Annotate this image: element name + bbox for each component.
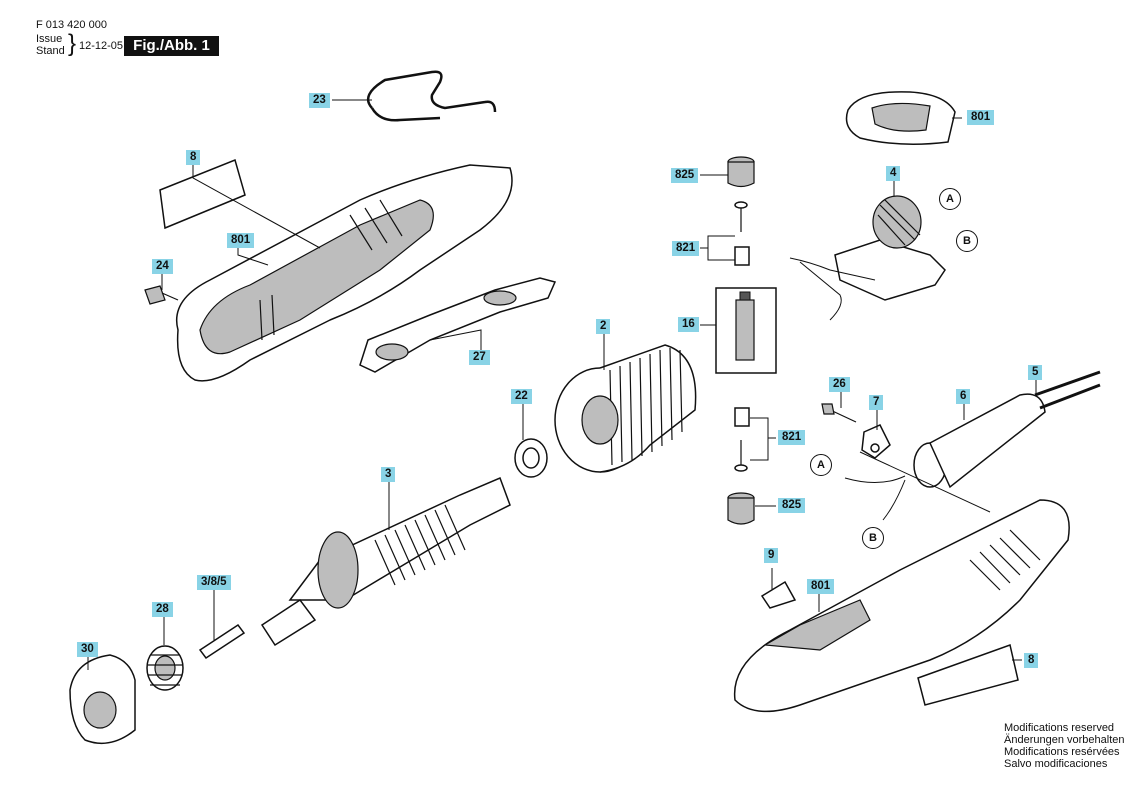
callout-23: 23: [309, 93, 330, 108]
callout-825-top: 825: [671, 168, 699, 183]
callout-801-left: 801: [227, 233, 255, 248]
issue-date: 12-12-05: [79, 40, 124, 52]
stand-label: Stand: [36, 45, 65, 57]
callout-8-left: 8: [186, 150, 201, 165]
callout-8-right: 8: [1024, 653, 1039, 668]
issue-label: Issue: [36, 33, 63, 45]
part-number: F 013 420 000: [36, 19, 107, 31]
brace-glyph: }: [68, 30, 77, 57]
note-fr: Modifications resérvées: [1004, 746, 1120, 758]
callout-801-right: 801: [807, 579, 835, 594]
marker-a-bottom: A: [810, 454, 832, 476]
marker-b-top: B: [956, 230, 978, 252]
note-es: Salvo modificaciones: [1004, 758, 1108, 770]
note-de: Änderungen vorbehalten: [1004, 734, 1125, 746]
callout-4: 4: [886, 166, 901, 181]
callout-821-top: 821: [672, 241, 700, 256]
callout-825-bottom: 825: [778, 498, 806, 513]
callout-22: 22: [511, 389, 532, 404]
callout-3: 3: [381, 467, 396, 482]
callout-2: 2: [596, 319, 611, 334]
callout-28: 28: [152, 602, 173, 617]
marker-a-top: A: [939, 188, 961, 210]
callout-9: 9: [764, 548, 779, 563]
callout-27: 27: [469, 350, 490, 365]
note-en: Modifications reserved: [1004, 722, 1115, 734]
callout-6: 6: [956, 389, 971, 404]
callout-26: 26: [829, 377, 850, 392]
callout-30: 30: [77, 642, 98, 657]
callout-24: 24: [152, 259, 173, 274]
figure-badge: Fig./Abb. 1: [124, 36, 219, 56]
callout-5: 5: [1028, 365, 1043, 380]
callout-3-8-5: 3/8/5: [197, 575, 231, 590]
marker-b-bottom: B: [862, 527, 884, 549]
modifications-notes: Modifications reserved Änderungen vorbeh…: [1004, 722, 1124, 770]
callout-821-bottom: 821: [778, 430, 806, 445]
callout-16: 16: [678, 317, 699, 332]
callout-801-top: 801: [967, 110, 995, 125]
callout-7: 7: [869, 395, 884, 410]
